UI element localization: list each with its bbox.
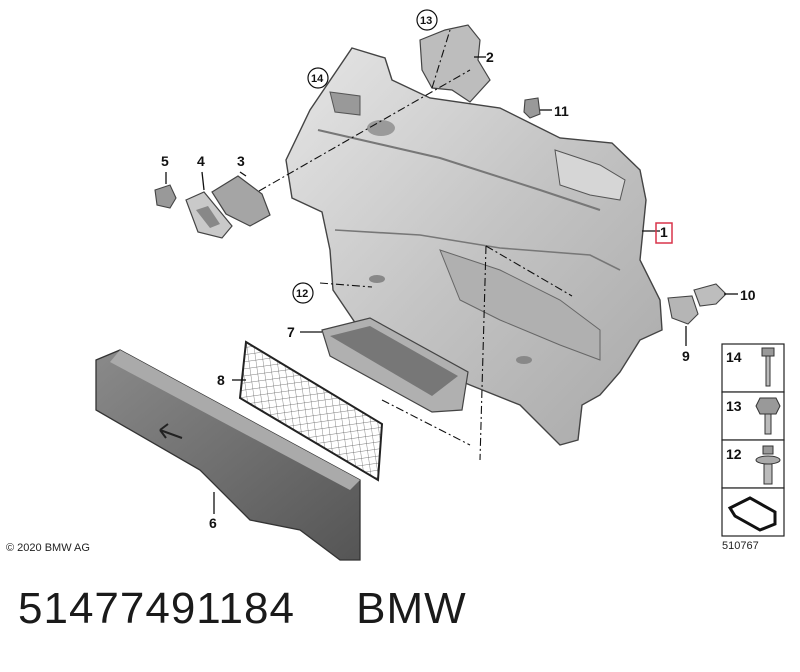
leader-lines xyxy=(165,56,738,514)
callout-10: 10 xyxy=(740,287,756,303)
fastener-legend: 14 13 12 xyxy=(721,343,785,537)
callout-13: 13 xyxy=(420,15,432,27)
drawing-id: 510767 xyxy=(722,540,759,552)
brand-name: BMW xyxy=(356,584,467,633)
callout-9: 9 xyxy=(682,348,690,364)
part-9-cap xyxy=(667,295,699,325)
side-trim-panel xyxy=(285,47,663,446)
part-10-grommet xyxy=(693,283,727,307)
part-3-handle xyxy=(211,175,271,227)
cargo-net-part-8 xyxy=(238,340,384,482)
part-5-clip xyxy=(154,184,177,209)
clip-fastener-icon xyxy=(755,445,781,485)
part-number: 51477491184 xyxy=(18,584,295,633)
screw-icon xyxy=(761,347,775,387)
floor-trim-part-6 xyxy=(95,349,361,561)
part-4-trim-ring xyxy=(185,191,233,239)
assembly-lines xyxy=(258,29,573,461)
copyright-text: © 2020 BMW AG xyxy=(6,542,90,554)
callout-5: 5 xyxy=(161,153,169,169)
trim-shape-icon xyxy=(727,496,777,532)
caption: 51477491184 BMW xyxy=(18,584,515,644)
callout-2: 2 xyxy=(486,49,494,65)
tray-part-7 xyxy=(321,317,469,413)
nut-bolt-icon xyxy=(755,397,781,435)
callout-12: 12 xyxy=(296,288,308,300)
callout-labels: 1 2 3 4 5 6 7 8 9 10 11 12 13 14 xyxy=(161,9,756,531)
legend-label-13: 13 xyxy=(726,398,742,414)
callout-8: 8 xyxy=(217,372,225,388)
legend-label-12: 12 xyxy=(726,446,742,462)
callout-1: 1 xyxy=(660,224,668,240)
callout-6: 6 xyxy=(209,515,217,531)
callout-1-highlight xyxy=(655,222,673,244)
part-11-clip xyxy=(523,97,541,119)
callout-7: 7 xyxy=(287,324,295,340)
legend-label-14: 14 xyxy=(726,349,742,365)
callout-11: 11 xyxy=(554,103,569,119)
callout-3: 3 xyxy=(237,153,245,169)
bracket-part-2 xyxy=(419,24,491,103)
callout-14: 14 xyxy=(311,73,324,85)
callout-4: 4 xyxy=(197,153,205,169)
